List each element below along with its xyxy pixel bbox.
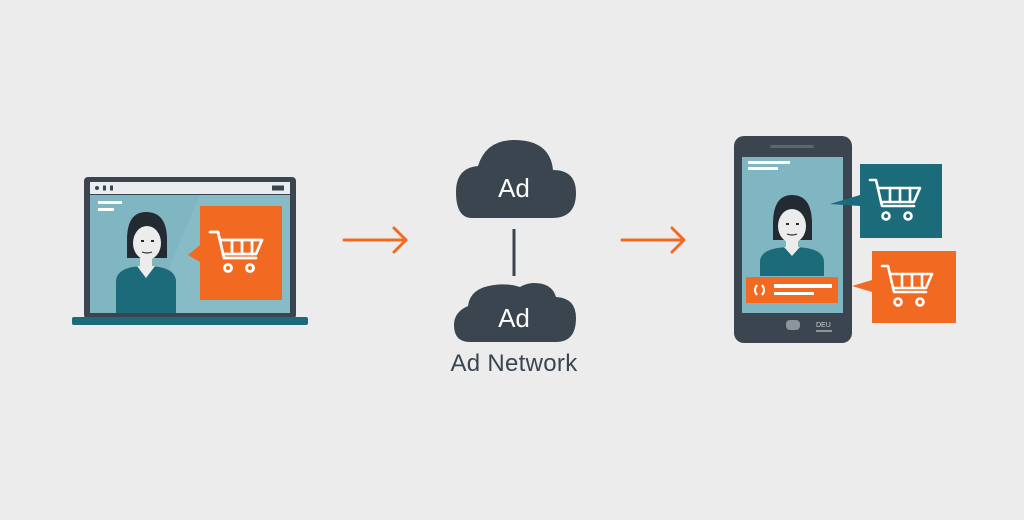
laptop-icon <box>72 177 308 325</box>
phone-home-button <box>786 320 800 330</box>
ad-network-caption: Ad Network <box>450 350 578 377</box>
person-avatar <box>116 212 176 313</box>
cloud-top-label: Ad <box>498 173 530 203</box>
arrow-right-icon <box>342 226 408 254</box>
phone-home-label: DEU <box>816 322 831 329</box>
smartphone-icon: DEU <box>734 136 852 343</box>
orange-ad-notification <box>852 251 956 323</box>
teal-ad-notification <box>830 164 942 238</box>
person-avatar <box>760 195 824 276</box>
laptop-browser-bar <box>90 182 290 194</box>
shopping-cart-icon <box>880 264 934 307</box>
shopping-cart-icon <box>868 178 922 221</box>
cloud-bottom-label: Ad <box>498 303 530 333</box>
laptop-base <box>72 317 308 325</box>
arrow-right-icon <box>620 226 686 254</box>
phone-ad-banner <box>746 277 838 303</box>
cloud-icon: Ad <box>456 140 576 218</box>
cloud-icon: Ad <box>454 283 576 342</box>
shopping-cart-icon <box>208 230 264 273</box>
